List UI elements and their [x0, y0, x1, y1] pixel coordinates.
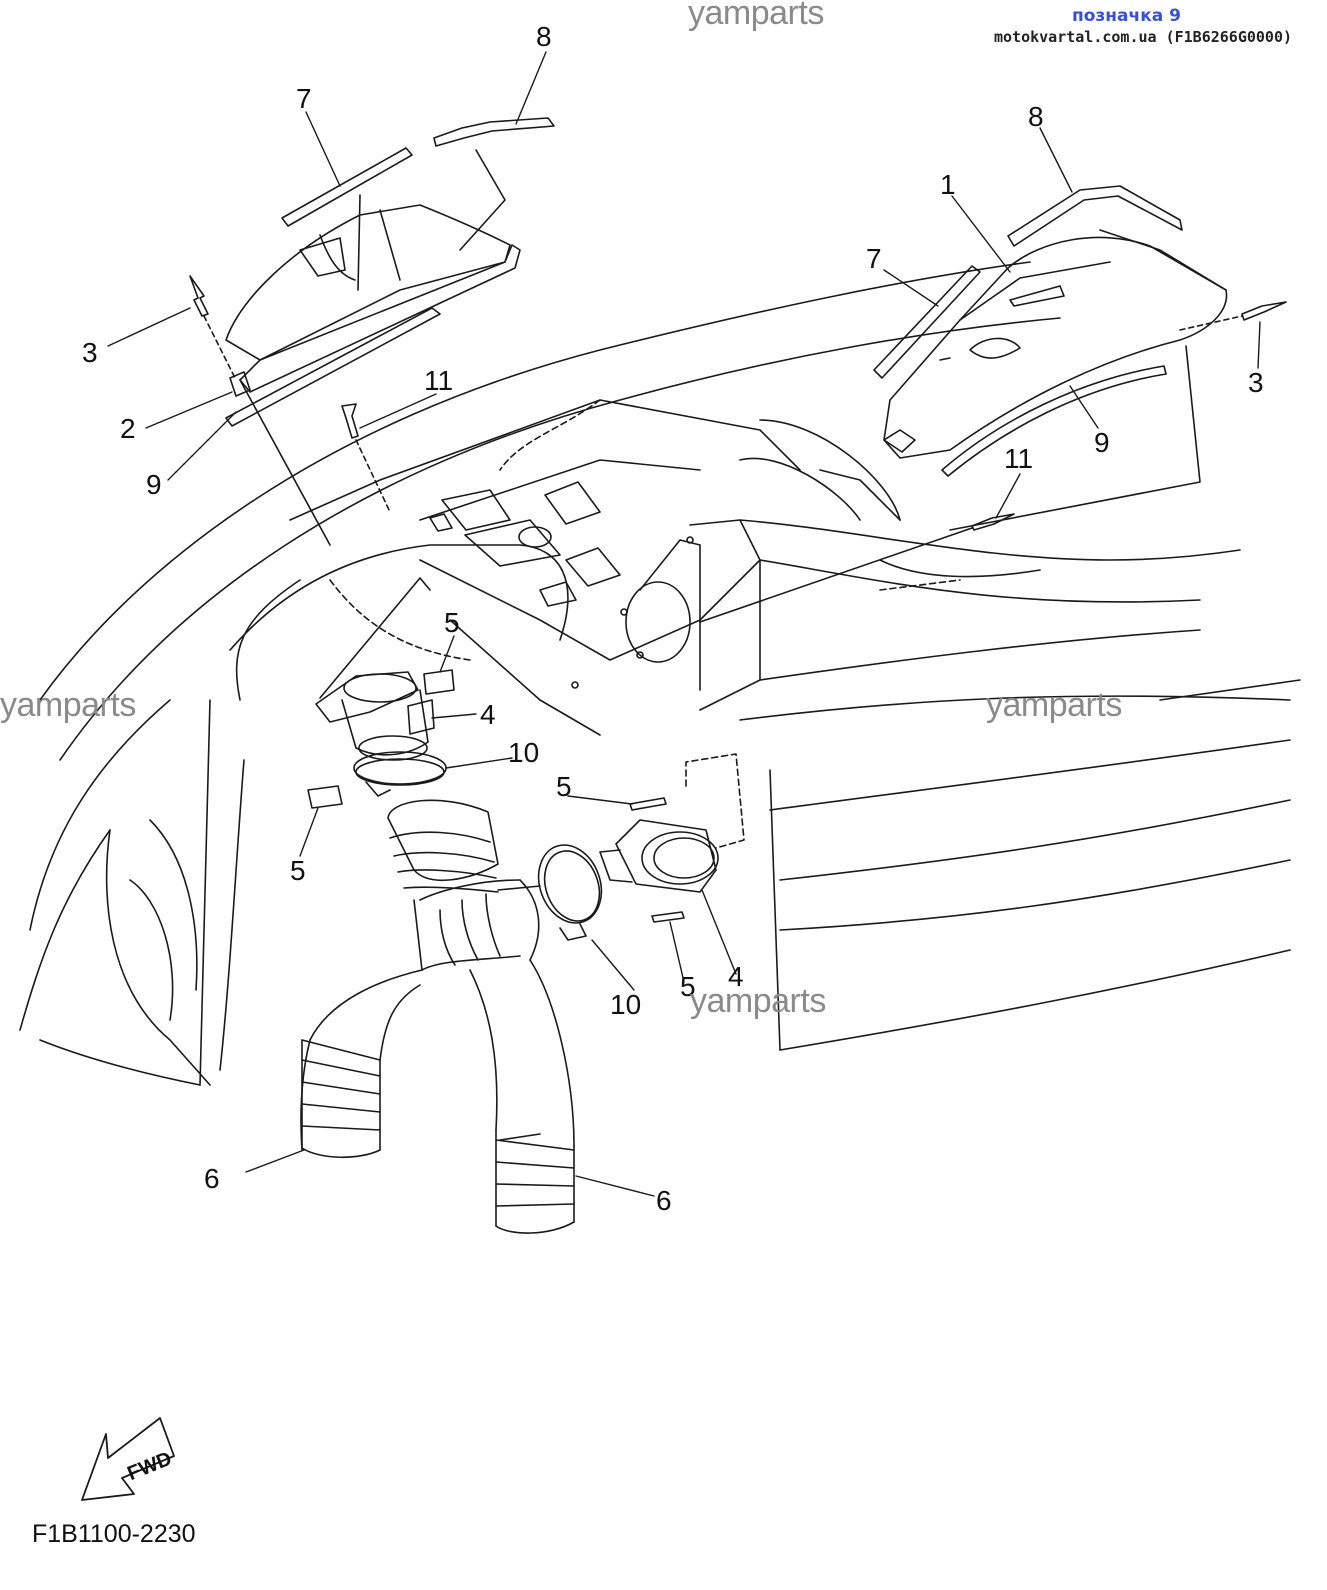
callout-6: 6: [204, 1163, 220, 1194]
pads: [307, 669, 685, 923]
callout-1: 1: [940, 169, 956, 200]
callout-10: 10: [610, 989, 641, 1020]
watermark: yamparts: [986, 686, 1122, 724]
diagram-code: F1B1100-2230: [32, 1520, 196, 1548]
callout-11: 11: [424, 365, 453, 396]
callout-5: 5: [290, 855, 306, 886]
hose-clamp-left: [353, 751, 447, 797]
callout-2: 2: [120, 413, 136, 444]
callout-5: 5: [444, 607, 460, 638]
callout-10: 10: [508, 737, 539, 768]
callout-9: 9: [1094, 427, 1110, 458]
duct-adapter-right: [599, 753, 745, 893]
callout-11: 11: [1004, 443, 1033, 474]
callout-5: 5: [680, 971, 696, 1002]
callout-8: 8: [536, 21, 552, 52]
hull-outline: [19, 261, 1301, 1086]
fwd-label: FWD: [124, 1448, 174, 1485]
leader-lines: [107, 51, 1261, 1197]
callout-4: 4: [480, 699, 496, 730]
watermark: yamparts: [688, 0, 824, 32]
callout-8: 8: [1028, 101, 1044, 132]
fwd-arrow: [81, 1417, 175, 1501]
callout-7: 7: [866, 243, 882, 274]
source-caption: motokvartal.com.ua (F1B6266G0000): [994, 28, 1293, 46]
callout-labels: 8 7 3 2 9 11 8 1 7 3 9 11 5 4 10 5 5 5 4…: [82, 21, 1264, 1216]
duct-adapter-left: [315, 577, 435, 761]
callout-7: 7: [296, 83, 312, 114]
callout-3: 3: [1248, 367, 1264, 398]
reference-tag: позначка 9: [1072, 6, 1181, 26]
callout-9: 9: [146, 469, 162, 500]
right-cover-assembly: [699, 185, 1287, 623]
callout-4: 4: [728, 961, 744, 992]
left-cover-assembly: [189, 117, 555, 546]
watermark: yamparts: [690, 982, 826, 1020]
callout-6: 6: [656, 1185, 672, 1216]
hose-clamp-right: [537, 844, 603, 941]
callout-5: 5: [556, 771, 572, 802]
watermark: yamparts: [0, 686, 136, 724]
callout-3: 3: [82, 337, 98, 368]
y-hose: [300, 799, 575, 1234]
